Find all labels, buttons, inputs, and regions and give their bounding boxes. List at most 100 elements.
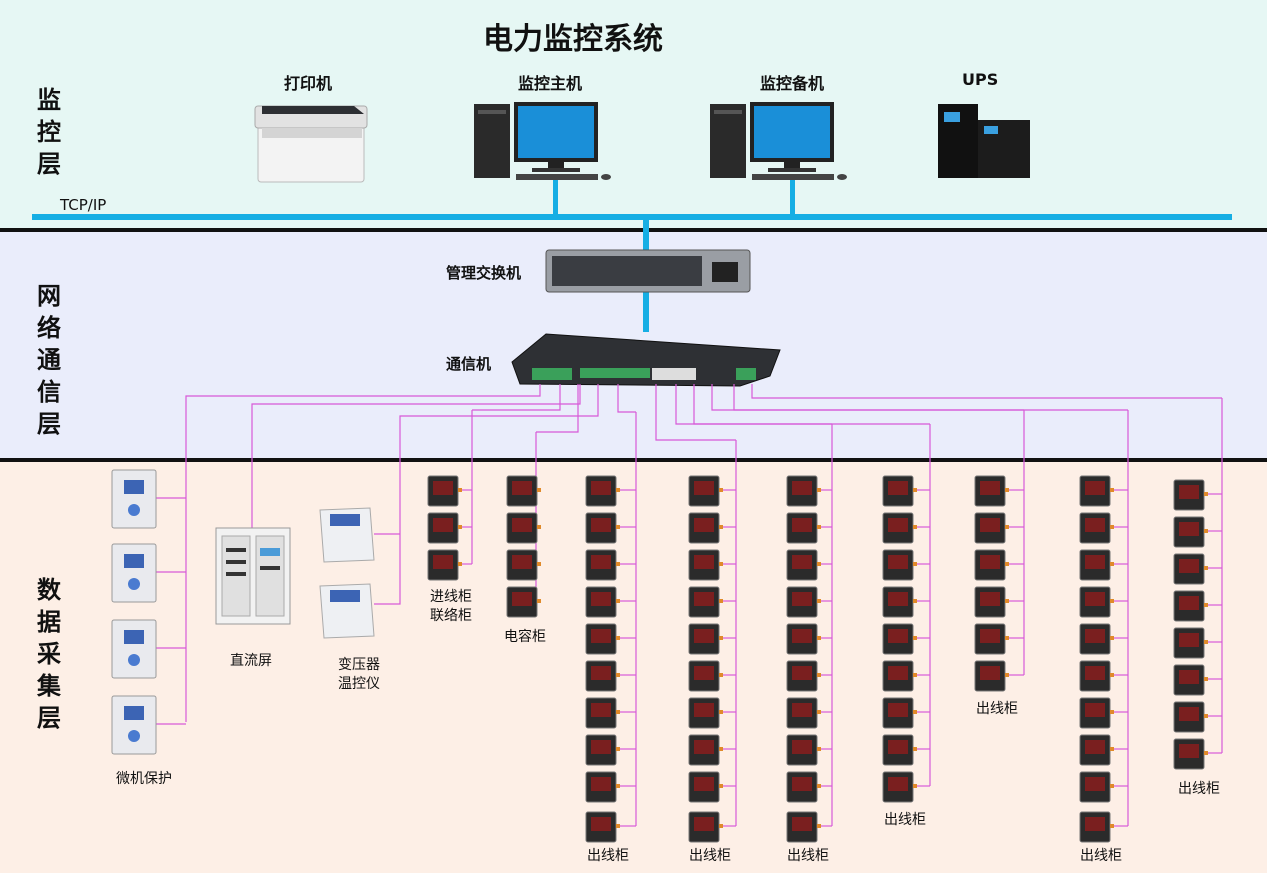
layer-char: 络 <box>37 314 61 342</box>
outgoing-label: 出线柜 <box>884 812 926 828</box>
protocol-label: TCP/IP <box>60 196 107 214</box>
power-meter-icon <box>1079 660 1114 692</box>
power-meter-icon <box>786 660 821 692</box>
power-meter-icon <box>786 475 821 507</box>
serial-wires <box>156 384 1223 827</box>
layer-divider <box>0 458 1267 462</box>
incoming-label: 进线柜 <box>430 589 472 605</box>
power-meter-icon <box>585 734 620 766</box>
transformer-label: 变压器 <box>338 657 380 673</box>
power-meter-icon <box>882 734 917 766</box>
outgoing-label: 出线柜 <box>787 848 829 864</box>
comm-wire <box>693 384 930 425</box>
data-layer-band <box>0 462 1267 873</box>
power-meter-icon <box>1079 475 1114 507</box>
power-meter-icon <box>688 586 723 618</box>
protection-label: 微机保护 <box>116 771 172 787</box>
dc-panel-icon <box>215 527 291 625</box>
power-meter-icon <box>1173 701 1208 733</box>
power-meter-icon <box>1079 512 1114 544</box>
power-meter-icon <box>882 549 917 581</box>
outgoing-label: 出线柜 <box>689 848 731 864</box>
comm-wire <box>472 384 561 411</box>
comm-wire <box>536 384 579 433</box>
dc-panel-label: 直流屏 <box>230 653 272 669</box>
power-meter-icon <box>786 512 821 544</box>
power-meter-icon <box>427 512 462 544</box>
power-meter-icon <box>1173 516 1208 548</box>
outgoing-label: 出线柜 <box>1080 848 1122 864</box>
page-title: 电力监控系统 <box>483 22 663 57</box>
power-meter-icon <box>585 586 620 618</box>
power-meter-icon <box>786 549 821 581</box>
printer-icon <box>254 105 368 183</box>
power-meter-icon <box>585 549 620 581</box>
power-meter-icon <box>1079 811 1114 843</box>
power-meter-icon <box>786 811 821 843</box>
power-meter-icon <box>882 771 917 803</box>
protection-relay-icon <box>111 619 157 679</box>
relay-bus-wire <box>185 384 541 722</box>
power-meter-icon <box>1173 553 1208 585</box>
computer-icon <box>474 102 611 180</box>
power-meter-icon <box>506 549 541 581</box>
power-meter-icon <box>688 512 723 544</box>
layer-char: 层 <box>37 410 61 438</box>
layer-divider <box>0 228 1267 232</box>
power-meter-icon <box>427 475 462 507</box>
backup-label: 监控备机 <box>760 74 825 93</box>
power-meter-icon <box>786 623 821 655</box>
power-meter-icon <box>585 811 620 843</box>
comm-wire <box>675 384 832 425</box>
switch-to-comm <box>643 292 649 332</box>
power-meter-icon <box>882 660 917 692</box>
protection-relay-icon <box>111 543 157 603</box>
power-meter-icon <box>1079 549 1114 581</box>
power-meter-icon <box>974 475 1009 507</box>
temp-controller-icon <box>319 583 375 639</box>
protection-relay-icon <box>111 469 157 529</box>
tie-cabinet-label: 联络柜 <box>430 608 472 624</box>
layer-char: 层 <box>37 704 61 732</box>
power-meter-icon <box>882 697 917 729</box>
power-meter-icon <box>786 697 821 729</box>
layer-char: 据 <box>37 608 61 636</box>
power-meter-icon <box>1173 590 1208 622</box>
temp-controller-label: 温控仪 <box>338 676 380 692</box>
power-meter-icon <box>585 512 620 544</box>
power-meter-icon <box>1173 738 1208 770</box>
comm-wire <box>655 384 736 441</box>
comm-label: 通信机 <box>446 355 492 373</box>
tcpip-bus <box>32 214 1232 220</box>
temp-controller-icon <box>319 507 375 563</box>
layer-char: 监 <box>37 86 61 114</box>
power-meter-icon <box>786 734 821 766</box>
host-label: 监控主机 <box>518 74 583 93</box>
layer-char: 网 <box>37 282 61 310</box>
power-meter-icon <box>688 475 723 507</box>
layer-char: 数 <box>37 576 61 604</box>
comm-unit-icon <box>511 333 781 387</box>
protection-relays <box>111 469 157 755</box>
power-meter-icon <box>1079 771 1114 803</box>
power-meter-icon <box>585 475 620 507</box>
comm-wire <box>617 384 636 413</box>
ups-icon <box>938 104 1030 178</box>
power-meter-icon <box>1173 479 1208 511</box>
power-meter-icon <box>786 586 821 618</box>
power-meter-icon <box>585 771 620 803</box>
data-layer-label: 数 据 采 集 层 <box>34 574 64 734</box>
monitor-layer-band <box>0 0 1267 228</box>
power-meter-icon <box>506 475 541 507</box>
outgoing-label: 出线柜 <box>976 701 1018 717</box>
power-meter-icon <box>1079 734 1114 766</box>
temp-controller-wire <box>374 384 599 605</box>
power-meter-icon <box>688 660 723 692</box>
power-meter-icon <box>974 512 1009 544</box>
power-meter-icon <box>1079 623 1114 655</box>
power-meter-icon <box>585 660 620 692</box>
power-meter-icon <box>1173 627 1208 659</box>
power-meter-icon <box>882 623 917 655</box>
layer-char: 采 <box>37 640 61 668</box>
